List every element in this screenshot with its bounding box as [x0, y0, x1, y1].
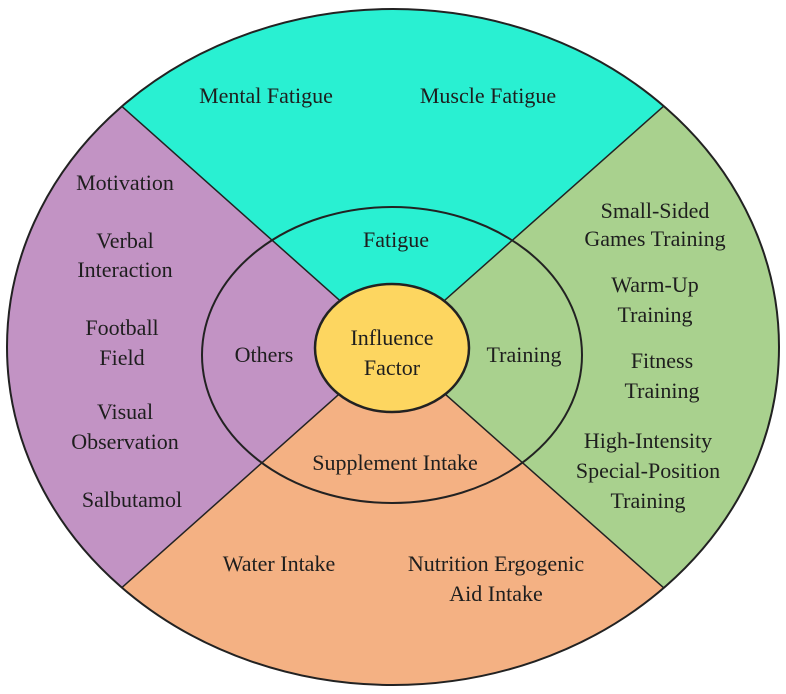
motivation-label: Motivation — [76, 170, 174, 195]
others-outer-sector — [7, 9, 392, 685]
verbal-interaction-label-1: Verbal — [96, 228, 153, 253]
salbutamol-label: Salbutamol — [82, 487, 182, 512]
fitness-training-label-2: Training — [625, 378, 700, 403]
nutrition-ergogenic-label-2: Aid Intake — [449, 581, 542, 606]
fatigue-outer-sector — [7, 9, 779, 347]
high-intensity-label-3: Training — [611, 488, 686, 513]
center-circle — [313, 282, 471, 414]
mental-fatigue-label: Mental Fatigue — [199, 83, 333, 108]
high-intensity-label-1: High-Intensity — [584, 428, 712, 453]
football-field-label-1: Football — [85, 315, 158, 340]
fitness-training-label-1: Fitness — [631, 348, 693, 373]
water-intake-label: Water Intake — [223, 551, 335, 576]
nutrition-ergogenic-label-1: Nutrition Ergogenic — [408, 551, 584, 576]
muscle-fatigue-label: Muscle Fatigue — [420, 83, 556, 108]
outer-ellipse-border — [6, 8, 780, 686]
visual-observation-label-1: Visual — [97, 399, 153, 424]
warm-up-training-label-1: Warm-Up — [611, 272, 698, 297]
verbal-interaction-label-2: Interaction — [77, 257, 172, 282]
supplement-outer-sector — [7, 347, 779, 685]
football-field-label-2: Field — [99, 345, 144, 370]
supplement-category-label: Supplement Intake — [312, 450, 478, 475]
training-category-label: Training — [487, 342, 562, 367]
training-outer-sector — [392, 9, 779, 685]
center-label-line1: Influence — [350, 325, 433, 350]
warm-up-training-label-2: Training — [618, 302, 693, 327]
visual-observation-label-2: Observation — [71, 429, 179, 454]
inner-ring-border — [201, 206, 583, 504]
small-sided-games-label-1: Small-Sided — [601, 198, 710, 223]
high-intensity-label-2: Special-Position — [576, 458, 720, 483]
small-sided-games-label-2: Games Training — [584, 226, 725, 251]
others-category-label: Others — [235, 342, 294, 367]
fatigue-category-label: Fatigue — [363, 227, 429, 252]
center-label-line2: Factor — [364, 355, 421, 380]
